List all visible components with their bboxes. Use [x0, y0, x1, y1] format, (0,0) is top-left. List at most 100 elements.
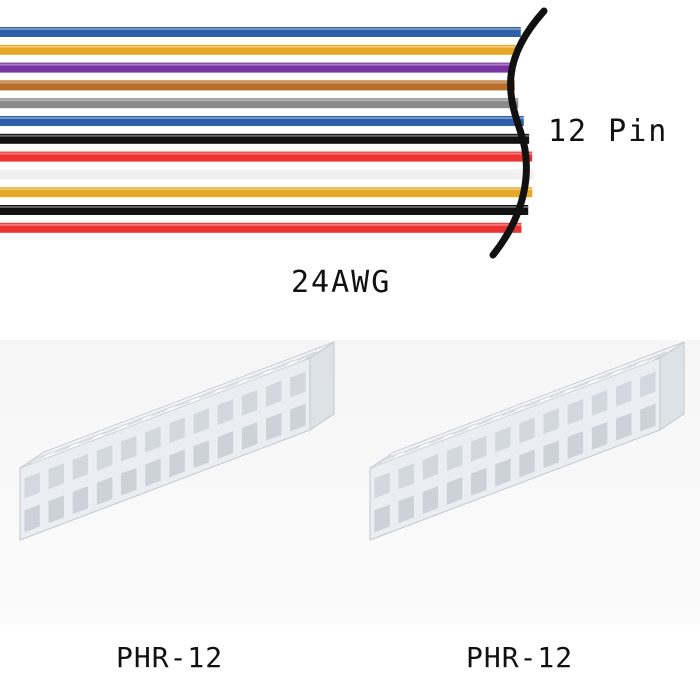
pin-top-notch: [197, 387, 221, 400]
connector-image-left: [0, 340, 350, 625]
wire-highlight: [0, 170, 534, 173]
pin-window-upper: [519, 417, 535, 444]
pin-window-upper: [72, 454, 89, 481]
pin-top-notch: [52, 442, 76, 455]
wire-2: [0, 44, 517, 55]
wire-highlight: [0, 223, 522, 226]
pin-slot-lower: [24, 504, 40, 533]
pin-top-notch: [100, 423, 125, 436]
wire-1: [0, 27, 521, 37]
pin-top-notch: [402, 442, 426, 455]
connector-end-face: [659, 341, 685, 431]
pin-slot-lower: [145, 458, 161, 487]
pin-top-notch: [450, 423, 475, 436]
pin-slot-lower: [290, 403, 306, 432]
wire-5: [0, 98, 519, 109]
pin-top-notch: [125, 414, 149, 427]
pin-slot-lower: [398, 495, 414, 524]
pin-window-upper: [290, 371, 306, 398]
wire-11: [0, 205, 529, 215]
pin-top-notch: [245, 368, 270, 381]
wire-3: [0, 62, 515, 73]
pin-top-notch: [523, 396, 547, 409]
pin-slot-lower: [543, 440, 559, 469]
pin-slot-lower: [193, 440, 209, 469]
pin-slot-lower: [616, 412, 632, 441]
pin-top-notch: [173, 396, 197, 409]
wire-highlight: [0, 28, 521, 30]
wire-highlight: [0, 99, 519, 102]
pin-window-upper: [616, 380, 632, 407]
ribbon-cable-image: [0, 7, 548, 259]
connector-label-left: PHR-12: [116, 641, 224, 674]
pin-top-notch: [475, 414, 499, 427]
pin-window-upper: [446, 444, 463, 471]
pin-top-notch: [149, 405, 173, 418]
wire-12: [0, 222, 522, 233]
pin-slot-lower: [72, 486, 89, 515]
pin-top-notch: [270, 359, 294, 372]
pin-count-label: 12 Pin: [548, 114, 669, 149]
pin-slot-lower: [374, 504, 390, 533]
wire-10: [0, 187, 533, 198]
pin-slot-lower: [266, 412, 282, 441]
wire-8: [0, 151, 533, 162]
connector-housing: [369, 341, 685, 541]
pin-slot-lower: [495, 458, 511, 487]
pin-slot-lower: [591, 421, 608, 450]
pin-window-upper: [374, 472, 390, 499]
pin-slot-lower: [567, 431, 584, 460]
pin-top-notch: [499, 405, 523, 418]
pin-slot-lower: [217, 431, 234, 460]
wire-gauge-label: 24AWG: [291, 265, 392, 300]
pin-top-notch: [221, 378, 246, 391]
pin-slot-lower: [519, 449, 535, 478]
pin-window-upper: [169, 417, 185, 444]
pin-window-upper: [145, 426, 161, 453]
pin-slot-lower: [422, 486, 439, 515]
pin-window-upper: [495, 426, 511, 453]
connector-end-face: [309, 341, 335, 431]
pin-top-notch: [294, 350, 318, 363]
pin-window-upper: [567, 399, 584, 426]
pin-window-upper: [24, 472, 40, 499]
connector-label-right: PHR-12: [466, 641, 574, 674]
wire-9: [0, 169, 534, 180]
pin-slot-lower: [241, 421, 258, 450]
pin-window-upper: [121, 435, 137, 462]
pin-top-notch: [547, 387, 571, 400]
pin-top-notch: [426, 433, 451, 446]
pin-slot-lower: [48, 495, 64, 524]
pin-window-upper: [471, 435, 487, 462]
pin-window-upper: [96, 444, 113, 471]
wire-4: [0, 80, 515, 91]
connector-image-right: [350, 340, 700, 625]
pin-slot-lower: [169, 449, 185, 478]
wire-highlight: [0, 63, 515, 66]
pin-top-notch: [571, 378, 596, 391]
wire-highlight: [0, 206, 529, 208]
cable-break-mark: [489, 7, 548, 259]
wire-7: [0, 133, 530, 144]
pin-slot-lower: [96, 476, 113, 505]
wire-highlight: [0, 188, 533, 191]
ribbon-wires: [0, 27, 534, 233]
pin-window-upper: [398, 463, 414, 490]
wire-highlight: [0, 45, 517, 48]
pin-window-upper: [422, 454, 439, 481]
pin-top-notch: [595, 368, 620, 381]
pin-window-upper: [543, 408, 559, 435]
pin-window-upper: [217, 399, 234, 426]
pin-window-upper: [48, 463, 64, 490]
wire-6: [0, 116, 524, 126]
wire-highlight: [0, 134, 530, 137]
pin-window-upper: [591, 389, 608, 416]
pin-window-upper: [241, 389, 258, 416]
wire-highlight: [0, 81, 515, 84]
pin-top-notch: [28, 451, 52, 464]
pin-window-upper: [640, 371, 656, 398]
pin-window-upper: [193, 408, 209, 435]
pin-top-notch: [378, 451, 402, 464]
pin-slot-lower: [471, 467, 487, 496]
pin-slot-lower: [446, 476, 463, 505]
